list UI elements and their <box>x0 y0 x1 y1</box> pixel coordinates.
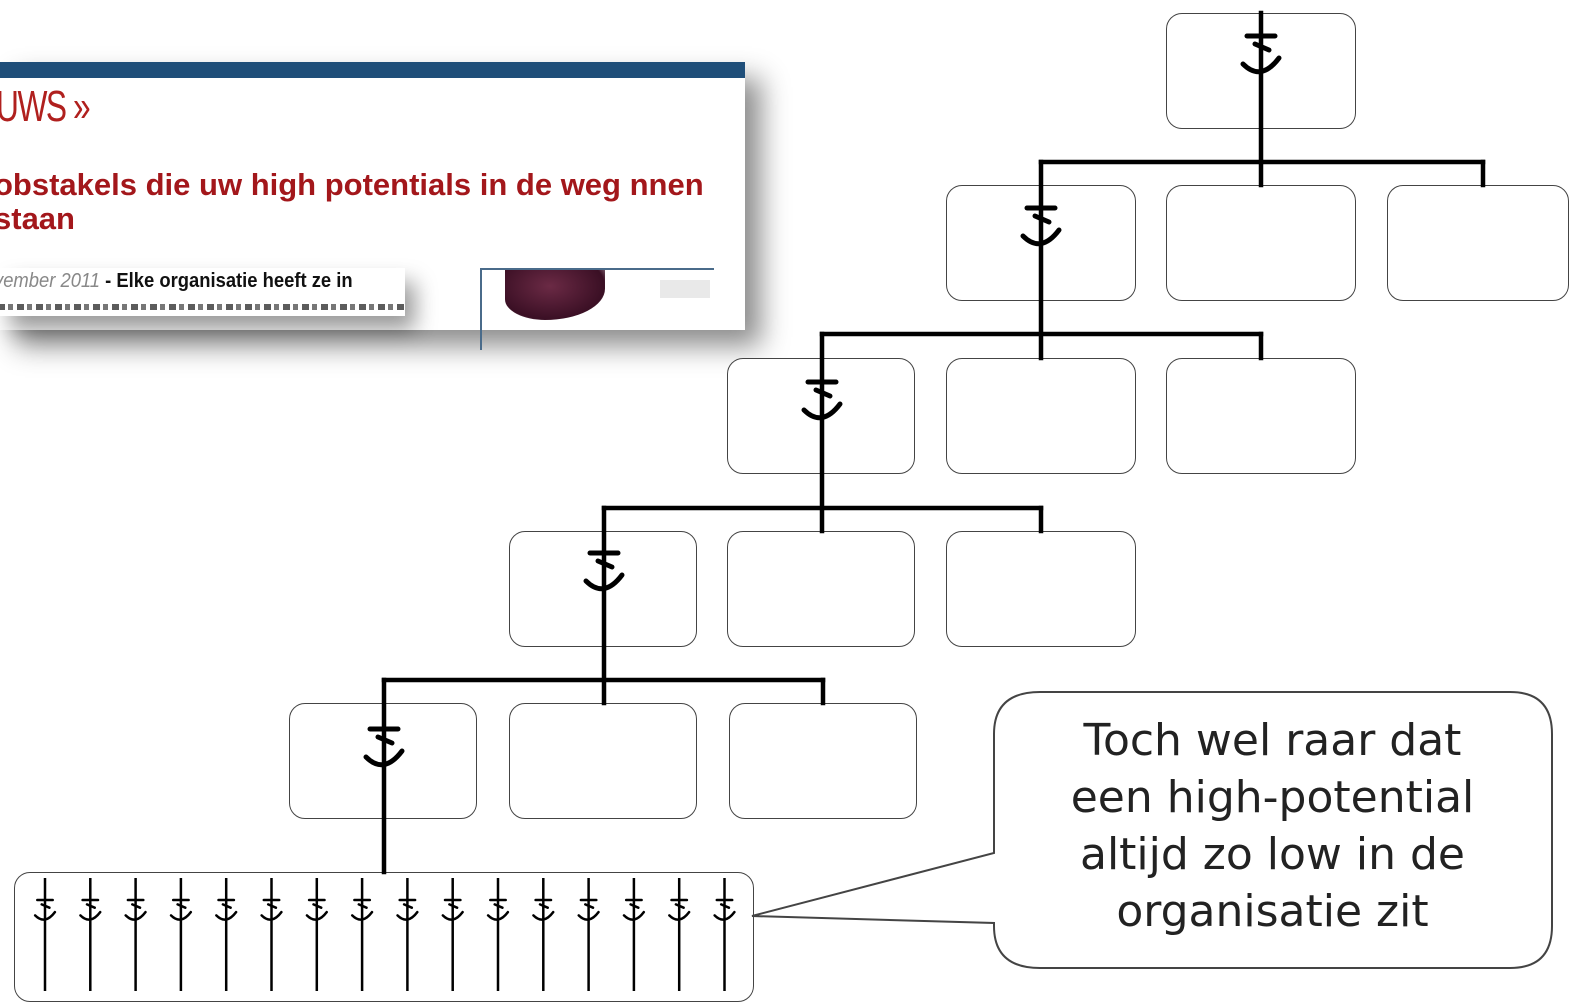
news-clipping: UWS » obstakels die uw high potentials i… <box>0 62 745 270</box>
callout-line-3: altijd zo low in de <box>1079 829 1466 880</box>
org-box-l4-c <box>729 703 917 819</box>
org-box-l2-c <box>1166 358 1356 474</box>
clipping-headline: obstakels die uw high potentials in de w… <box>0 167 704 236</box>
clipping-photo-frame <box>480 268 714 350</box>
org-box-l1-b <box>1166 185 1356 301</box>
stick-figure-icon <box>801 379 843 421</box>
small-figure-group <box>33 878 736 991</box>
callout-text: Toch wel raar dat een high-potential alt… <box>1010 712 1535 940</box>
org-box-l3-c <box>946 531 1136 647</box>
callout-line-1: Toch wel raar dat <box>1083 715 1462 766</box>
figure-group <box>363 33 1282 768</box>
clipping-photo-edge <box>660 280 710 298</box>
stick-figure-icon <box>1240 33 1282 75</box>
org-box-bottom-group <box>14 872 754 1002</box>
stick-figure-icon <box>1020 205 1062 247</box>
org-box-l1-c <box>1387 185 1569 301</box>
clipping-header-bar <box>0 62 745 78</box>
org-box-l3-b <box>727 531 915 647</box>
stick-figure-icon <box>583 550 625 592</box>
callout-bubble <box>751 691 1553 969</box>
clipping-section-title: UWS » <box>0 82 91 131</box>
clipping-date-line: vember 2011 - Elke organisatie heeft ze … <box>0 270 353 293</box>
clipping-cut-text <box>0 304 405 310</box>
stick-figure-icon <box>363 726 405 768</box>
clipping-date: vember 2011 <box>0 270 101 292</box>
clipping-lower-strip: vember 2011 - Elke organisatie heeft ze … <box>0 268 405 316</box>
connector-lines <box>381 10 1486 875</box>
callout-line-4: organisatie zit <box>1116 886 1429 937</box>
org-box-l4-b <box>509 703 697 819</box>
callout-line-2: een high-potential <box>1070 772 1475 823</box>
clipping-teaser: - Elke organisatie heeft ze in <box>100 270 353 292</box>
